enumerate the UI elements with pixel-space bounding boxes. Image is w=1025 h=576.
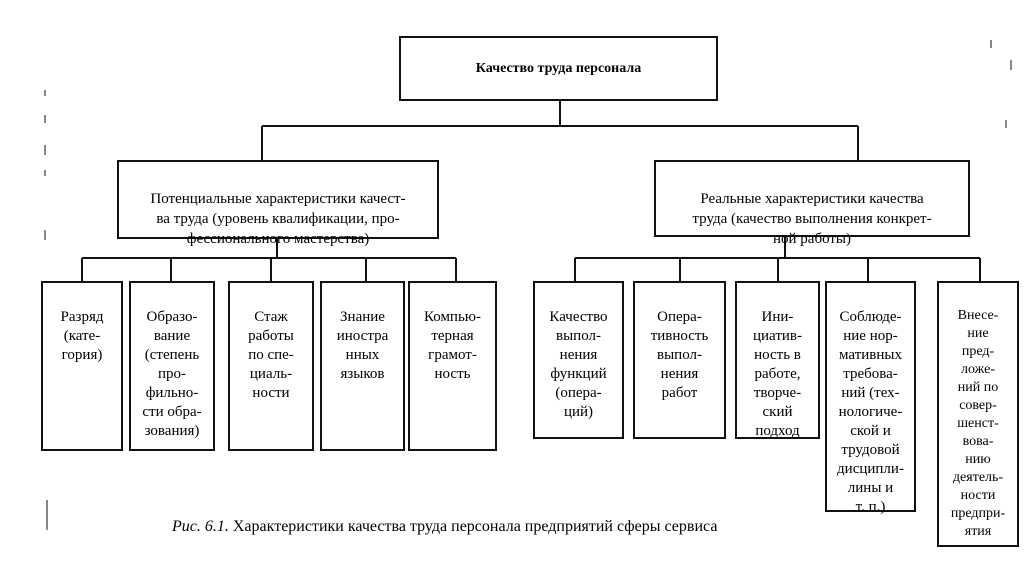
leaf-label: Разряд (кате- гория) <box>60 309 104 363</box>
leaf-label: Знание иностра нных языков <box>336 309 389 382</box>
leaf-initiative: Ини- циатив- ность в работе, творче- ски… <box>735 281 820 439</box>
leaf-languages: Знание иностра нных языков <box>320 281 405 451</box>
caption-prefix: Рис. 6.1. <box>172 518 229 535</box>
scan-speck <box>1010 60 1012 70</box>
scan-speck <box>44 230 46 240</box>
leaf-proposals: Внесе- ние пред- ложе- ний по совер- шен… <box>937 281 1019 547</box>
root-box: Качество труда персонала <box>399 36 718 101</box>
scan-speck <box>46 500 48 530</box>
scan-speck <box>44 90 46 96</box>
group-label-real: Реальные характеристики качества труда (… <box>692 191 932 247</box>
leaf-efficiency: Опера- тивность выпол- нения работ <box>633 281 726 439</box>
leaf-label: Внесе- ние пред- ложе- ний по совер- шен… <box>950 308 1006 539</box>
caption-text: Характеристики качества труда персонала … <box>228 518 718 535</box>
group-box-real: Реальные характеристики качества труда (… <box>654 160 970 247</box>
leaf-label: Компью- терная грамот- ность <box>423 309 482 382</box>
leaf-label: Качество выпол- нения функций (опера- ци… <box>549 309 608 420</box>
scan-speck <box>990 40 992 48</box>
leaf-grade: Разряд (кате- гория) <box>41 281 123 451</box>
group-box-potential: Потенциальные характеристики качест- ва … <box>117 160 439 247</box>
leaf-label: Ини- циатив- ность в работе, творче- ски… <box>753 309 802 439</box>
leaf-function-quality: Качество выпол- нения функций (опера- ци… <box>533 281 624 439</box>
leaf-label: Образо- вание (степень про- фильно- сти … <box>142 309 202 439</box>
scan-speck <box>44 170 46 176</box>
leaf-experience: Стаж работы по спе- циаль- ности <box>228 281 314 451</box>
leaf-discipline: Соблюде- ние нор- мативных требова- ний … <box>825 281 916 515</box>
scan-speck <box>44 145 46 155</box>
leaf-education: Образо- вание (степень про- фильно- сти … <box>129 281 215 451</box>
figure-caption: Рис. 6.1. Характеристики качества труда … <box>172 518 872 536</box>
leaf-computer-literacy: Компью- терная грамот- ность <box>408 281 497 451</box>
leaf-label: Опера- тивность выпол- нения работ <box>650 309 709 401</box>
leaf-label: Стаж работы по спе- циаль- ности <box>248 309 294 401</box>
scan-speck <box>44 115 46 123</box>
scan-speck <box>1005 120 1007 128</box>
leaf-label: Соблюде- ние нор- мативных требова- ний … <box>837 309 904 515</box>
group-label-potential: Потенциальные характеристики качест- ва … <box>150 191 406 247</box>
root-label: Качество труда персонала <box>475 61 642 76</box>
